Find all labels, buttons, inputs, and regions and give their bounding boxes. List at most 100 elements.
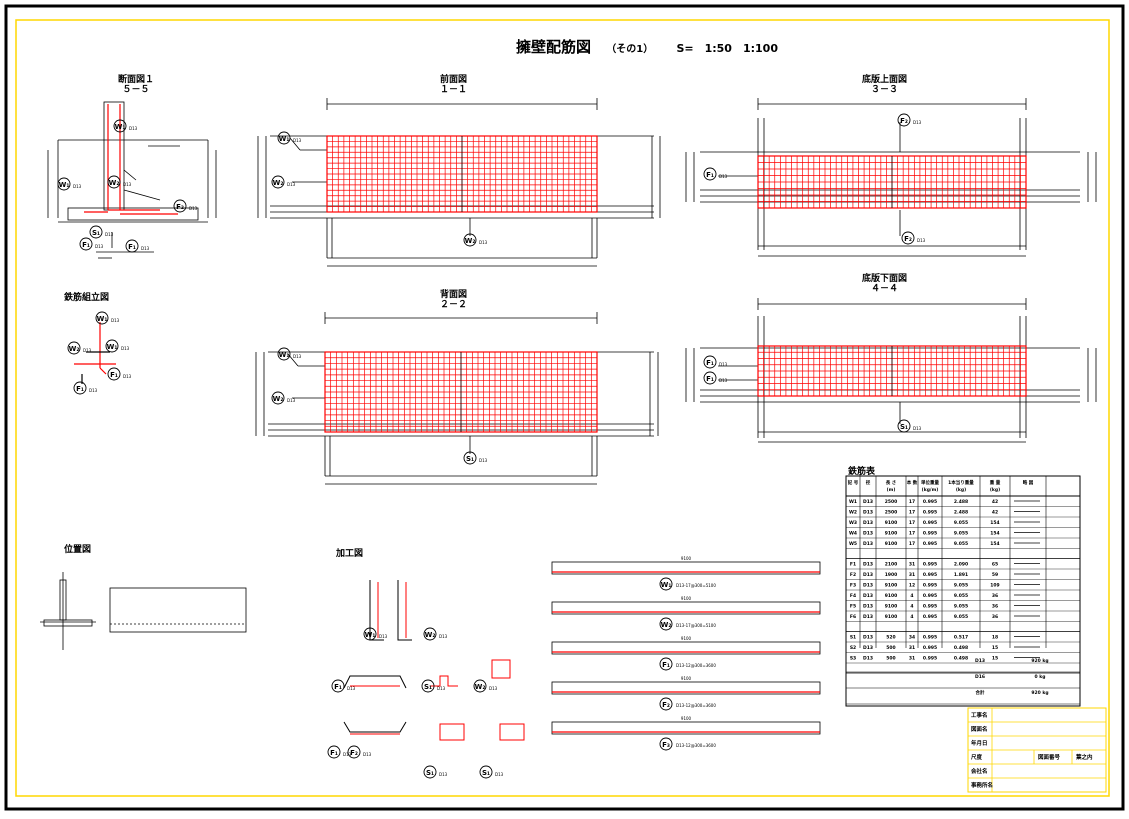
rebar-table-cell: 154: [990, 531, 999, 537]
long-bar-spec: D13-17@300=5100: [676, 623, 716, 628]
view-title-base-3-3: 底版上面図 ３－３: [862, 75, 907, 95]
sec-f2-marker: [173, 199, 187, 213]
rebar-table-cell: D13: [863, 562, 873, 568]
rebar-table-cell: D13: [863, 635, 873, 641]
sheet-title: 擁壁配筋図 （その1） S= 1:50 1:100: [516, 36, 778, 57]
long-bar-marker: [659, 737, 673, 751]
view-title-section-5-5-name: 断面図１: [118, 75, 155, 85]
rebar-table-cell: 15: [992, 656, 998, 662]
long-bar-mark: W₂: [661, 621, 672, 629]
proc-w2-mark: W₂: [425, 631, 436, 639]
sec-w2-size: D13: [123, 182, 132, 187]
front-1-1-outline: [257, 98, 661, 267]
rebar-table-cell: 0.995: [923, 656, 937, 662]
view-title-base-3-3-sub: ３－３: [871, 85, 899, 95]
rebar-table-header: 重 量: [990, 479, 1001, 486]
base33-f1-size: D13: [719, 174, 728, 179]
proc-s1b-mark: S₁: [426, 769, 434, 777]
rebar-table-cell: 0.995: [923, 604, 937, 610]
rebar-table-cell: 154: [990, 520, 999, 526]
back-w1-mark: W₁: [279, 351, 290, 359]
proc-w2b-size: D13: [489, 686, 498, 691]
sec-f2-size: D13: [189, 206, 198, 211]
asm-f1b-mark: F₁: [76, 385, 84, 393]
sec-f1-mark: F₁: [82, 241, 90, 249]
base-4-4-rebar-grid: [757, 345, 1027, 397]
rebar-table-cell: 2100: [885, 562, 898, 568]
back-w1-marker: [277, 347, 291, 361]
long-bar-spec: D13-17@300=5100: [676, 583, 716, 588]
rebar-table-cell: 31: [909, 572, 915, 578]
rebar-table-cell: 2.488: [954, 510, 968, 516]
view-title-front-1-1-sub: １－１: [440, 85, 468, 95]
front-w2-marker: [271, 175, 285, 189]
rebar-table-cell: 17: [909, 531, 915, 537]
proc-s1c-size: D13: [495, 772, 504, 777]
title-block-label: 図面名: [971, 725, 988, 733]
long-bar-mark: F₂: [662, 701, 670, 709]
view-title-back-2-2: 背面図 ２－２: [440, 290, 467, 310]
long-bar-length: 9100: [681, 596, 692, 601]
title-block-label: 事務所名: [971, 781, 993, 789]
rebar-table-cell: 109: [990, 583, 999, 589]
rebar-table-cell: W1: [849, 499, 857, 505]
base-3-3-outline: [685, 98, 1097, 257]
long-bar-outline: [551, 601, 821, 615]
front-w1-size: D13: [293, 138, 302, 143]
base-4-4-outline: [685, 298, 1097, 443]
assembly-drawing: [74, 322, 116, 384]
title-block-label: 年月日: [971, 739, 988, 747]
rebar-table-cell: 9.055: [954, 593, 968, 599]
title-block-frame: 工事名図面名年月日尺度会社名事務所名図面番号葉之内: [967, 707, 1107, 793]
base44-f1b-mark: F₁: [706, 375, 714, 383]
asm-w1-size: D13: [111, 318, 120, 323]
rebar-table-cell: 0.995: [923, 572, 937, 578]
sec-f1b-mark: F₁: [128, 243, 136, 251]
rebar-table-cell: 31: [909, 656, 915, 662]
base33-f1-mark: F₁: [706, 171, 714, 179]
base33-f2-mark: F₂: [900, 117, 908, 125]
rebar-table-cell: 9100: [885, 520, 898, 526]
rebar-table-cell: 0.995: [923, 614, 937, 620]
rebar-table-cell: D13: [863, 499, 873, 505]
sheet-title-main: 擁壁配筋図: [516, 38, 592, 56]
long-bar-marker: [659, 617, 673, 631]
rebar-table-cell: 65: [992, 562, 998, 568]
rebar-table-cell: D13: [863, 520, 873, 526]
rebar-table-header: (kg/m): [922, 487, 939, 493]
view-title-processing: 加工図: [336, 549, 364, 559]
long-bar-spec: D13-12@300=3600: [676, 663, 716, 668]
asm-w1-marker: [95, 311, 109, 325]
rebar-table-header: (kg): [956, 487, 966, 493]
rebar-table-cell: 12: [909, 583, 915, 589]
proc-s1c-marker: [479, 765, 493, 779]
long-bar-spec: D13-12@300=3600: [676, 743, 716, 748]
rebar-table-cell: 36: [992, 604, 998, 610]
sheet-title-scale: S= 1:50 1:100: [676, 42, 778, 55]
back-s1-size: D13: [479, 458, 488, 463]
base33-f2b-marker: [901, 231, 915, 245]
asm-f1-size: D13: [123, 374, 132, 379]
long-bar-marker: [659, 577, 673, 591]
rebar-table-header: 1本当り重量: [948, 479, 974, 486]
rebar-table-cell: W5: [849, 541, 857, 547]
title-block-drawing-no-value: 葉之内: [1075, 753, 1093, 761]
rebar-table-cell: F3: [850, 583, 856, 589]
rebar-table-total-value: 920 kg: [1031, 658, 1048, 664]
inner-frame: [15, 19, 1110, 797]
rebar-table-cell: 9.055: [954, 604, 968, 610]
sec-f1b-marker: [125, 239, 139, 253]
proc-s1-marker: [421, 679, 435, 693]
front-w2b-marker: [463, 233, 477, 247]
sec-w1-mark: W₁: [115, 123, 126, 131]
back-s1-marker: [463, 451, 477, 465]
base33-f2-size: D13: [913, 120, 922, 125]
rebar-table-cell: 500: [886, 656, 895, 662]
title-block-label: 尺度: [971, 753, 983, 761]
rebar-table-cell: D13: [863, 531, 873, 537]
proc-w2b-marker: [473, 679, 487, 693]
rebar-table-cell: 9100: [885, 604, 898, 610]
title-block-label: 会社名: [971, 767, 988, 775]
rebar-table-cell: F4: [850, 593, 856, 599]
